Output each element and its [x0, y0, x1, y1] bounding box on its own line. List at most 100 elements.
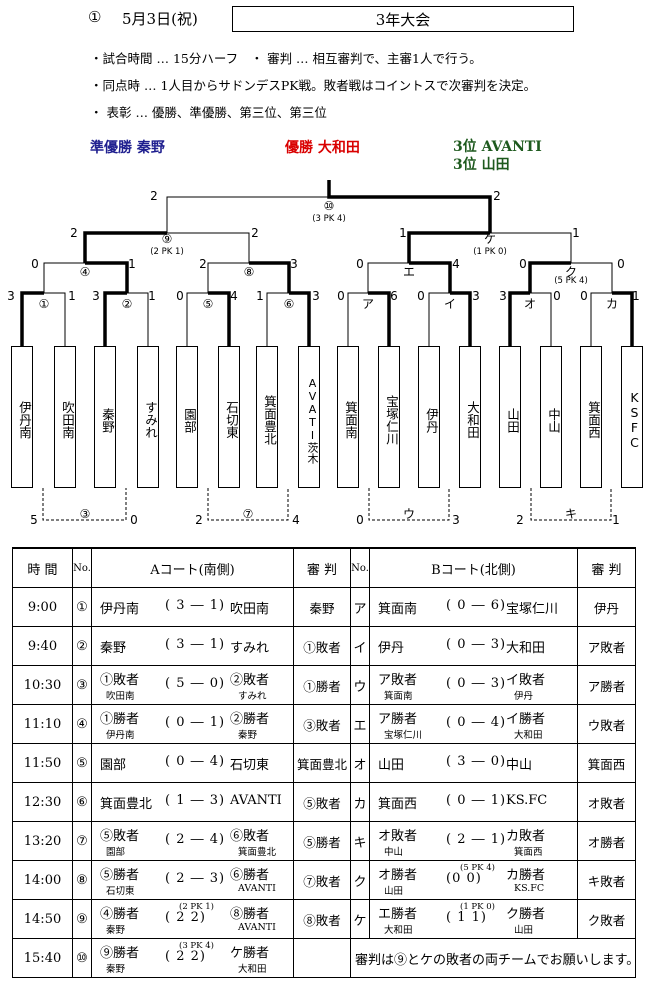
- team-right-sub: すみれ: [238, 691, 267, 702]
- court-b-match: 箕面西( 0 ― 1)KS.FC: [369, 782, 578, 822]
- schedule-header-row: 時 間 No. Aコート(南側) 審 判 No. Bコート(北側) 審 判: [12, 547, 636, 588]
- team-left: オ勝者: [378, 868, 418, 883]
- team-left: ⑤勝者: [100, 868, 140, 883]
- match-no: ⑧: [72, 860, 92, 900]
- time-cell: 14:50: [12, 899, 73, 939]
- score: 5: [30, 513, 38, 527]
- note-text: 審判は⑨とケの敗者の両チームでお願いします。: [355, 952, 636, 968]
- team-right: ⑥勝者: [230, 868, 270, 883]
- team-box: AVATI茨木: [298, 346, 320, 488]
- referee-b: ア敗者: [577, 626, 636, 666]
- score: 1: [612, 513, 620, 527]
- match-score: ( 0 ― 1): [165, 715, 226, 730]
- score: 2: [150, 189, 158, 203]
- match-label: オ: [524, 297, 536, 311]
- court-b-match: エ勝者大和田( 1 1)(1 PK 0)ク勝者山田: [369, 899, 578, 939]
- time-cell: 12:30: [12, 782, 73, 822]
- header-referee-b: 審 判: [577, 547, 636, 588]
- match-cell: ⑤敗者園部( 2 ― 4)⑥敗者箕面豊北: [93, 823, 293, 860]
- referee-a: [293, 938, 351, 978]
- match-score: ( 5 ― 0): [165, 676, 226, 691]
- title-text: 3年大会: [375, 10, 431, 29]
- match-cell: エ勝者大和田( 1 1)(1 PK 0)ク勝者山田: [371, 901, 577, 938]
- score: 0: [356, 513, 364, 527]
- team-right: 石切東: [230, 758, 270, 773]
- team-right: ②敗者: [230, 673, 270, 688]
- bracket-winner-path: [20, 180, 634, 346]
- score: 0: [31, 257, 39, 271]
- court-b-match: ア敗者箕面南( 0 ― 3)イ敗者伊丹: [369, 665, 578, 705]
- team-right-sub: 秦野: [238, 730, 258, 741]
- time-cell: 10:30: [12, 665, 73, 705]
- match-no: イ: [350, 626, 370, 666]
- header-court-a: Aコート(南側): [91, 547, 294, 588]
- referee-a: ⑤敗者: [293, 782, 351, 822]
- header-court-b: Bコート(北側): [369, 547, 578, 588]
- team-box: KSFC: [621, 346, 643, 488]
- pk-note: (5 PK 4): [460, 863, 495, 873]
- court-a-match: ⑨勝者秦野( 2 2)(3 PK 4)ケ勝者大和田: [91, 938, 294, 978]
- team-box: 吹田南: [54, 346, 76, 488]
- match-label: ④: [80, 265, 91, 279]
- match-score: ( 2 2): [165, 949, 206, 964]
- match-no: オ: [350, 743, 370, 783]
- team-right-sub: AVANTI: [238, 883, 276, 894]
- team-left: ア勝者: [378, 712, 418, 727]
- time-cell: 9:40: [12, 626, 73, 666]
- match-label: ア: [362, 297, 374, 311]
- match-cell: 山田( 3 ― 0)中山: [371, 745, 577, 782]
- court-a-match: 秦野( 3 ― 1)すみれ: [91, 626, 294, 666]
- bracket-labels: ① ② ③ ④ ⑤ ⑥ ⑦ ⑧ ⑨ ⑩ ア イ ウ エ オ カ キ ク ケ: [39, 199, 618, 521]
- match-cell: 箕面南( 0 ― 6)宝塚仁川: [371, 589, 577, 626]
- match-no: ⑨: [72, 899, 92, 939]
- score: 0: [417, 289, 425, 303]
- team-left: ①敗者: [100, 673, 140, 688]
- score: 2: [493, 189, 501, 203]
- team-box: 箕面南: [337, 346, 359, 488]
- match-score: ( 2 ― 3): [165, 871, 226, 886]
- tournament-title: 3年大会: [232, 6, 574, 32]
- rule-line-1: ・試合時間 … 15分ハーフ ・ 審判 … 相互審判で、主審1人で行う。: [90, 51, 482, 66]
- team-left: 秦野: [100, 641, 127, 656]
- score: 1: [68, 289, 76, 303]
- match-label: ②: [122, 297, 133, 311]
- referee-b: ウ敗者: [577, 704, 636, 744]
- referee-a: ⑤勝者: [293, 821, 351, 861]
- match-label: ⑤: [203, 297, 214, 311]
- team-right-sub: 伊丹: [514, 691, 534, 702]
- team-left-sub: 秦野: [106, 964, 126, 975]
- header-referee-a: 審 判: [293, 547, 351, 588]
- match-no: カ: [350, 782, 370, 822]
- tournament-date: 5月3日(祝): [122, 10, 198, 28]
- court-b-match: オ敗者中山( 2 ― 1)カ敗者箕面西: [369, 821, 578, 861]
- team-left: 箕面南: [378, 602, 418, 617]
- score: 2: [199, 257, 207, 271]
- pk-notes: (3 PK 4) (2 PK 1) (1 PK 0) (5 PK 4): [150, 214, 588, 286]
- match-no: ⑩: [72, 938, 92, 978]
- team-box: 箕面豊北: [256, 346, 278, 488]
- score: 4: [452, 257, 460, 271]
- team-right: イ敗者: [506, 673, 546, 688]
- match-cell: 伊丹( 0 ― 3)大和田: [371, 628, 577, 665]
- match-label: ③: [80, 507, 91, 521]
- winner-label: 優勝 大和田: [285, 140, 360, 156]
- team-left: ア敗者: [378, 673, 418, 688]
- court-b-match: ア勝者宝塚仁川( 0 ― 4)イ勝者大和田: [369, 704, 578, 744]
- pk-note: (2 PK 1): [150, 247, 184, 257]
- score: 2: [251, 226, 259, 240]
- team-box: 中山: [540, 346, 562, 488]
- court-a-match: 園部( 0 ― 4)石切東: [91, 743, 294, 783]
- score: 1: [128, 257, 136, 271]
- team-right-sub: 大和田: [238, 964, 267, 975]
- match-score: ( 3 ― 1): [165, 637, 226, 652]
- tournament-bracket: ① ② ③ ④ ⑤ ⑥ ⑦ ⑧ ⑨ ⑩ ア イ ウ エ オ カ キ ク ケ (3…: [7, 180, 640, 527]
- match-cell: ア勝者宝塚仁川( 0 ― 4)イ勝者大和田: [371, 706, 577, 743]
- header-no: No.: [72, 547, 92, 588]
